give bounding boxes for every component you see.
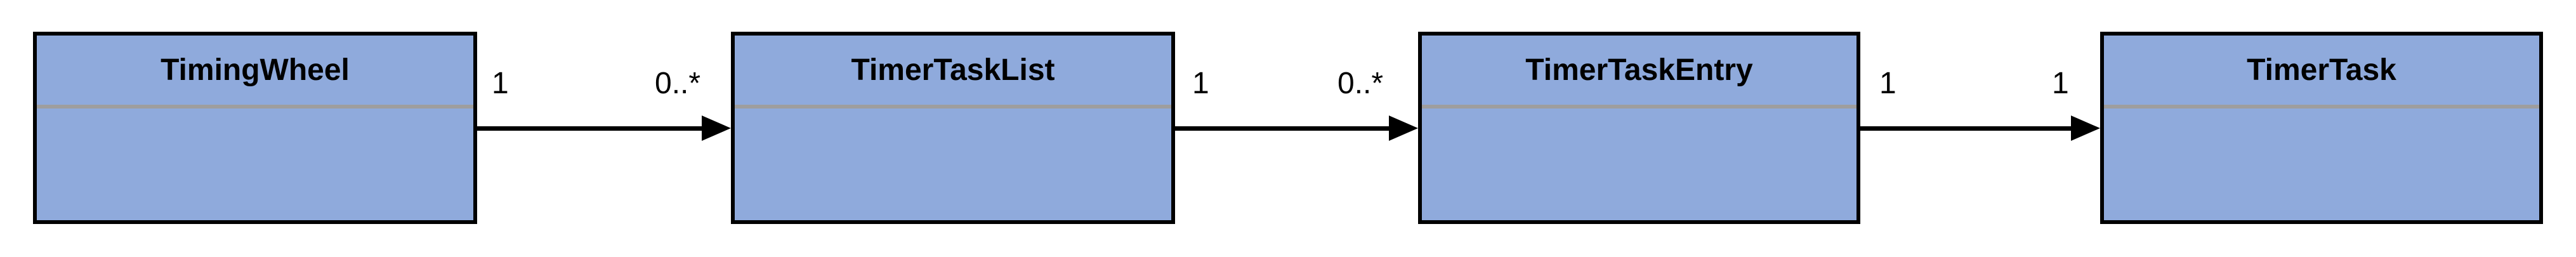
class-box-timingwheel[interactable]: TimingWheel bbox=[33, 32, 477, 224]
class-name-label: TimerTaskEntry bbox=[1525, 53, 1753, 87]
arrow-head-icon bbox=[702, 115, 731, 141]
multiplicity-label-target: 0..* bbox=[655, 67, 701, 100]
class-title-compartment: TimingWheel bbox=[37, 36, 473, 109]
class-attributes-compartment bbox=[2104, 109, 2539, 220]
multiplicity-label-source: 1 bbox=[492, 67, 509, 100]
class-title-compartment: TimerTask bbox=[2104, 36, 2539, 109]
class-attributes-compartment bbox=[1422, 109, 1856, 220]
class-box-timertasklist[interactable]: TimerTaskList bbox=[731, 32, 1175, 224]
class-title-compartment: TimerTaskEntry bbox=[1422, 36, 1856, 109]
class-box-timertask[interactable]: TimerTask bbox=[2100, 32, 2543, 224]
class-title-compartment: TimerTaskList bbox=[735, 36, 1171, 109]
arrow-head-icon bbox=[2071, 115, 2100, 141]
multiplicity-label-target: 0..* bbox=[1337, 67, 1384, 100]
class-name-label: TimerTaskList bbox=[851, 53, 1055, 87]
multiplicity-label-source: 1 bbox=[1879, 67, 1896, 100]
class-box-timertaskentry[interactable]: TimerTaskEntry bbox=[1418, 32, 1860, 224]
class-attributes-compartment bbox=[37, 109, 473, 220]
association-line bbox=[1175, 126, 1393, 131]
multiplicity-label-source: 1 bbox=[1192, 67, 1209, 100]
class-name-label: TimingWheel bbox=[161, 53, 350, 87]
association-line bbox=[1860, 126, 2075, 131]
class-name-label: TimerTask bbox=[2247, 53, 2396, 87]
class-attributes-compartment bbox=[735, 109, 1171, 220]
association-line bbox=[477, 126, 706, 131]
arrow-head-icon bbox=[1389, 115, 1418, 141]
multiplicity-label-target: 1 bbox=[2052, 67, 2069, 100]
